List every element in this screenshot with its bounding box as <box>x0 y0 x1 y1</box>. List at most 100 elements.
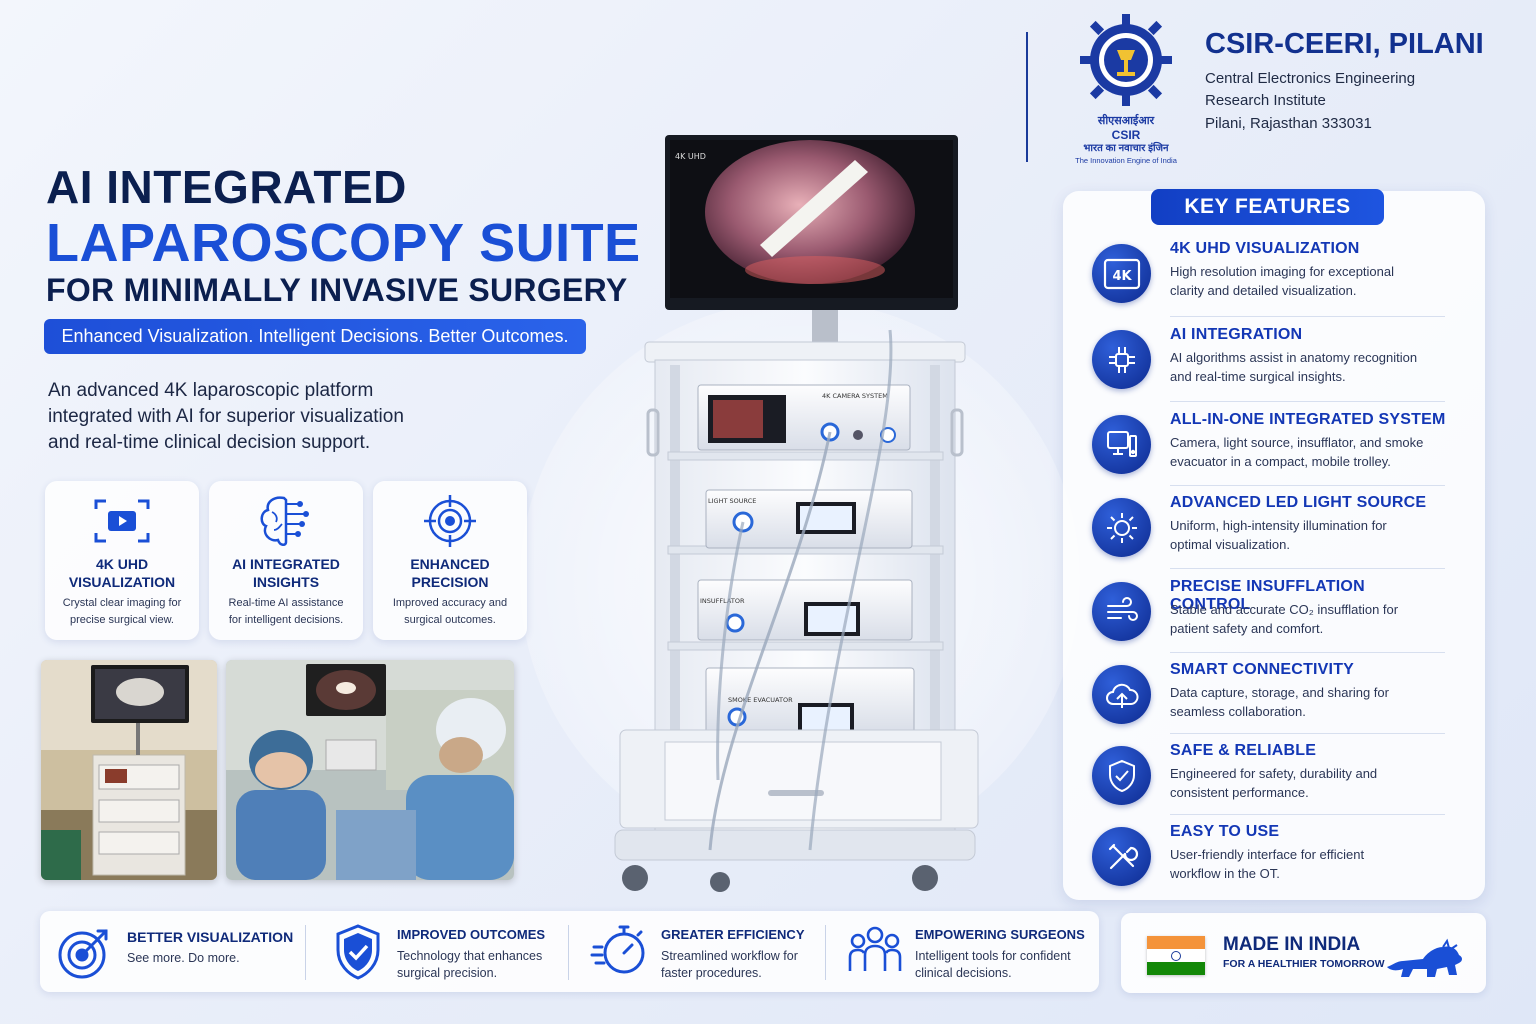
card-desc-line: surgical outcomes. <box>404 614 496 626</box>
org-address-line: Research Institute <box>1205 92 1326 109</box>
feature-desc-line: User-friendly interface for efficient <box>1170 847 1365 862</box>
org-address-line: Pilani, Rajasthan 333031 <box>1205 115 1372 132</box>
card-desc-line: for intelligent decisions. <box>228 614 344 626</box>
logo-hindi-tagline: भारत का नवाचार इंजिन <box>1083 143 1169 154</box>
logo-tagline: The Innovation Engine of India <box>1075 156 1177 165</box>
benefit-title: BETTER VISUALIZATION <box>127 929 294 945</box>
feature-desc-line: workflow in the OT. <box>1170 866 1280 881</box>
csir-logo: सीएसआईआर CSIR भारत का नवाचार इंजिन The I… <box>1070 12 1182 170</box>
divider <box>305 925 306 980</box>
benefit-desc-line: Streamlined workflow for <box>661 949 798 963</box>
shield-check-icon <box>333 923 383 986</box>
key-feature-item: SAFE & RELIABLE Engineered for safety, d… <box>1092 742 1446 824</box>
card-desc: Improved accuracy and surgical outcomes. <box>373 595 527 629</box>
logo-hindi: सीएसआईआर <box>1097 115 1155 127</box>
feature-title: EASY TO USE <box>1170 823 1280 840</box>
card-title: INSIGHTS <box>252 574 320 590</box>
feature-title: ALL-IN-ONE INTEGRATED SYSTEM <box>1170 411 1446 428</box>
feature-desc-line: AI algorithms assist in anatomy recognit… <box>1170 350 1418 365</box>
key-feature-item: AI INTEGRATION AI algorithms assist in a… <box>1092 326 1446 408</box>
photo-surgeons-operating <box>226 660 514 880</box>
benefit-title: EMPOWERING SURGEONS <box>915 927 1085 942</box>
feature-desc-line: clarity and detailed visualization. <box>1170 283 1357 298</box>
monitor-label: 4K UHD <box>675 152 706 161</box>
divider <box>1170 485 1445 486</box>
feature-desc-line: optimal visualization. <box>1170 537 1290 552</box>
intro-line: integrated with AI for superior visualiz… <box>48 406 404 427</box>
tagline-banner: Enhanced Visualization. Intelligent Deci… <box>44 319 586 354</box>
card-desc: Crystal clear imaging for precise surgic… <box>45 595 199 629</box>
brain-icon <box>254 493 318 549</box>
card-desc-line: Crystal clear imaging for <box>62 597 182 609</box>
divider <box>825 925 826 980</box>
feature-desc: Camera, light source, insufflator, and s… <box>1170 433 1450 471</box>
system-icon <box>1092 415 1151 474</box>
org-name: CSIR-CEERI, PILANI <box>1205 28 1484 60</box>
feature-desc-line: patient safety and comfort. <box>1170 621 1324 636</box>
feature-title: 4K UHD VISUALIZATION <box>1170 240 1360 257</box>
feature-desc-line: evacuator in a compact, mobile trolley. <box>1170 454 1391 469</box>
feature-title: AI INTEGRATION <box>1170 326 1303 343</box>
feature-title: SMART CONNECTIVITY <box>1170 661 1355 678</box>
key-feature-item: ALL-IN-ONE INTEGRATED SYSTEM Camera, lig… <box>1092 411 1446 493</box>
title-line-1: AI INTEGRATED <box>46 161 407 213</box>
feature-desc-line: Camera, light source, insufflator, and s… <box>1170 435 1424 450</box>
feature-desc-line: seamless collaboration. <box>1170 704 1306 719</box>
team-icon <box>848 925 902 980</box>
card-title: PRECISION <box>411 574 489 590</box>
4k-icon-text: 4K <box>1112 269 1132 284</box>
key-feature-item: PRECISE INSUFFLATION CONTROL Stable and … <box>1092 578 1446 660</box>
made-in-india-subtitle: FOR A HEALTHIER TOMORROW <box>1223 958 1385 970</box>
target-icon <box>418 493 482 549</box>
benefit-item: EMPOWERING SURGEONS Intelligent tools fo… <box>848 915 1093 987</box>
feature-desc: AI algorithms assist in anatomy recognit… <box>1170 348 1450 386</box>
benefit-desc-line: Technology that enhances <box>397 949 543 963</box>
camera-unit-label: 4K CAMERA SYSTEM <box>822 392 888 400</box>
feature-card-ai: AI INTEGRATED INSIGHTS Real-time AI assi… <box>209 481 363 640</box>
smoke-unit-label: SMOKE EVACUATOR <box>728 696 793 704</box>
shield-icon <box>1092 746 1151 805</box>
feature-desc-line: consistent performance. <box>1170 785 1309 800</box>
title-line-3: FOR MINIMALLY INVASIVE SURGERY <box>46 272 628 308</box>
key-features-heading: KEY FEATURES <box>1151 189 1384 225</box>
card-title: 4K UHD <box>95 556 149 572</box>
intro-line: An advanced 4K laparoscopic platform <box>48 380 374 401</box>
light-icon <box>1092 498 1151 557</box>
card-title: VISUALIZATION <box>68 574 176 590</box>
4k-icon: 4K <box>1092 244 1151 303</box>
key-feature-item: SMART CONNECTIVITY Data capture, storage… <box>1092 661 1446 743</box>
card-title: ENHANCED <box>410 556 490 572</box>
header-divider <box>1026 32 1028 162</box>
gear-logo-icon <box>1080 14 1172 106</box>
benefit-title: GREATER EFFICIENCY <box>661 927 805 942</box>
card-desc-line: Real-time AI assistance <box>228 597 344 609</box>
feature-desc-line: Uniform, high-intensity illumination for <box>1170 518 1387 533</box>
india-flag-icon <box>1147 936 1205 975</box>
photo-trolley-in-ot <box>41 660 217 880</box>
feature-desc-line: Data capture, storage, and sharing for <box>1170 685 1389 700</box>
divider <box>1170 568 1445 569</box>
intro-text: An advanced 4K laparoscopic platform int… <box>48 378 448 456</box>
key-feature-item: ADVANCED LED LIGHT SOURCE Uniform, high-… <box>1092 494 1446 576</box>
insufflator-unit-label: INSUFFLATOR <box>700 597 745 605</box>
feature-desc-line: Stable and accurate CO₂ insufflation for <box>1170 602 1399 617</box>
feature-title: ADVANCED LED LIGHT SOURCE <box>1170 494 1427 511</box>
feature-desc: Engineered for safety, durability and con… <box>1170 764 1450 802</box>
feature-desc: High resolution imaging for exceptional c… <box>1170 262 1450 300</box>
feature-desc: Stable and accurate CO₂ insufflation for… <box>1170 600 1450 638</box>
feature-desc: Data capture, storage, and sharing for se… <box>1170 683 1450 721</box>
key-feature-item: 4K 4K UHD VISUALIZATION High resolution … <box>1092 240 1446 322</box>
benefit-title: IMPROVED OUTCOMES <box>397 927 546 942</box>
feature-desc-line: High resolution imaging for exceptional <box>1170 264 1395 279</box>
benefit-item: IMPROVED OUTCOMES Technology that enhanc… <box>333 915 563 987</box>
feature-title: SAFE & RELIABLE <box>1170 742 1317 759</box>
feature-title: PRECISE INSUFFLATION CONTROL <box>1170 578 1365 613</box>
stopwatch-icon <box>590 921 648 984</box>
benefit-desc: See more. Do more. <box>127 951 240 965</box>
benefit-item: GREATER EFFICIENCY Streamlined workflow … <box>590 915 820 987</box>
card-desc: Real-time AI assistance for intelligent … <box>209 595 363 629</box>
feature-desc-line: Engineered for safety, durability and <box>1170 766 1378 781</box>
made-in-india-card: MADE IN INDIA FOR A HEALTHIER TOMORROW <box>1121 913 1486 993</box>
